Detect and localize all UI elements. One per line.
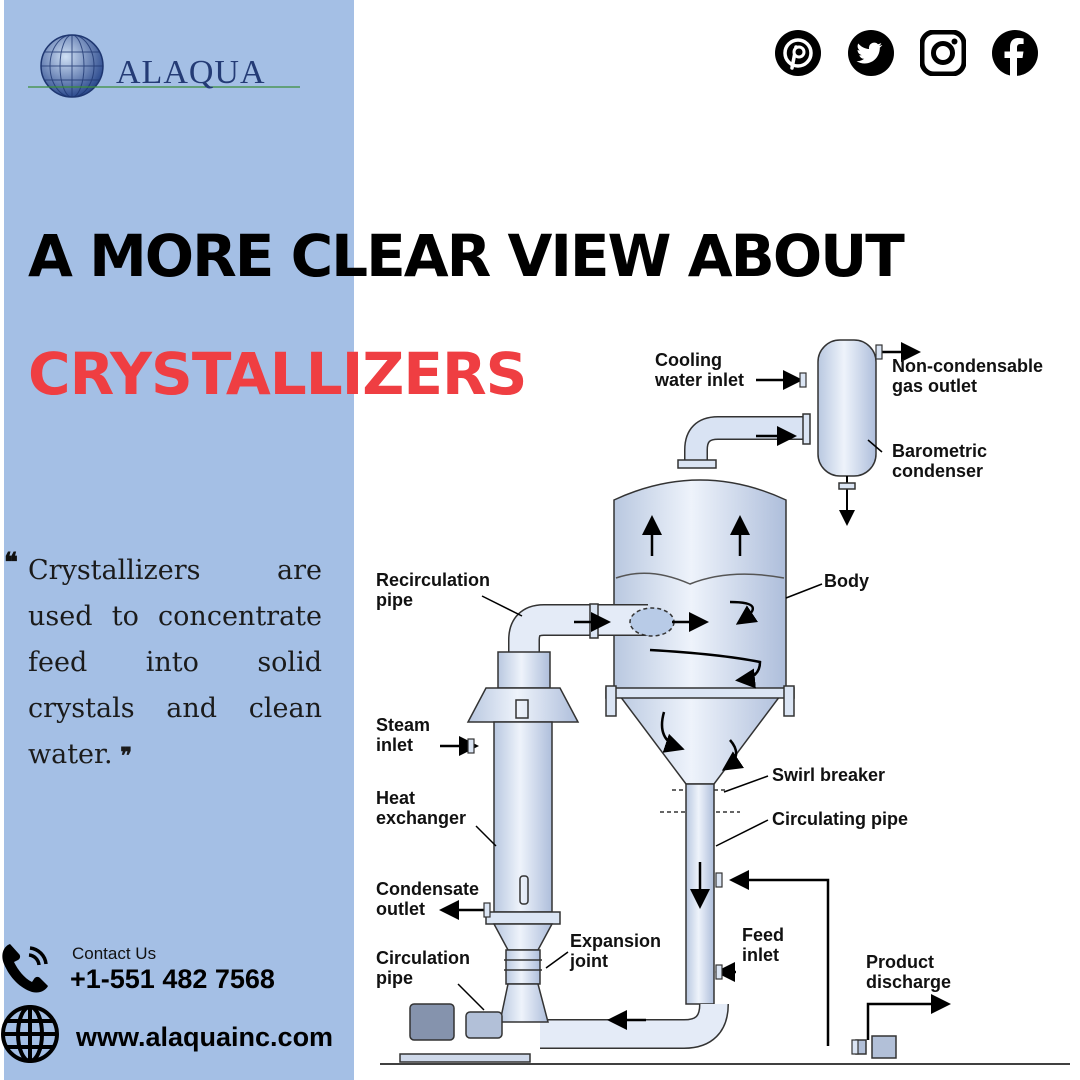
- contact-label: Contact Us: [72, 944, 157, 963]
- twitter-icon[interactable]: [848, 30, 894, 76]
- facebook-icon[interactable]: [992, 30, 1038, 76]
- label-recirculation-1: Recirculation: [376, 570, 490, 590]
- pinterest-icon[interactable]: [775, 30, 821, 76]
- label-non-condensable-2: gas outlet: [892, 376, 977, 396]
- label-recirculation-2: pipe: [376, 590, 413, 610]
- expansion-joint: [505, 949, 541, 985]
- crystallizer-body: [613, 479, 787, 785]
- headline-line-1: A MORE CLEAR VIEW ABOUT: [28, 222, 905, 290]
- quote-close-mark: ❞: [112, 743, 133, 769]
- label-heat-1: Heat: [376, 788, 415, 808]
- quote-open-mark: ❝: [4, 548, 18, 578]
- label-body: Body: [824, 571, 869, 591]
- alaqua-logo: [28, 34, 300, 98]
- pump-motor: [409, 1003, 455, 1041]
- phone-icon: [2, 944, 48, 993]
- label-circulating-pipe: Circulating pipe: [772, 809, 908, 829]
- label-swirl-breaker: Swirl breaker: [772, 765, 885, 785]
- quote-text: Crystallizers are used to concentrate fe…: [28, 555, 322, 770]
- globe-web-icon: [1, 1005, 59, 1063]
- label-heat-2: exchanger: [376, 808, 466, 828]
- label-circulation-2: pipe: [376, 968, 413, 988]
- label-product-1: Product: [866, 952, 934, 972]
- label-circulation-1: Circulation: [376, 948, 470, 968]
- label-expansion-1: Expansion: [570, 931, 661, 951]
- website-link[interactable]: www.alaquainc.com: [76, 1022, 334, 1052]
- label-steam-1: Steam: [376, 715, 430, 735]
- quote-block: Crystallizers are used to concentrate fe…: [28, 548, 322, 779]
- barometric-condenser: [817, 339, 877, 477]
- contact-phone[interactable]: +1-551 482 7568: [70, 964, 275, 994]
- headline-line-2: CRYSTALLIZERS: [28, 340, 527, 408]
- brand-name: ALAQUA: [116, 54, 266, 91]
- label-steam-2: inlet: [376, 735, 413, 755]
- label-condensate-2: outlet: [376, 899, 425, 919]
- label-product-2: discharge: [866, 972, 951, 992]
- label-condensate-1: Condensate: [376, 879, 479, 899]
- label-non-condensable-1: Non-condensable: [892, 356, 1043, 376]
- label-barometric-2: condenser: [892, 461, 983, 481]
- label-cooling-water-inlet-1: Cooling: [655, 350, 722, 370]
- instagram-icon[interactable]: [919, 29, 967, 77]
- left-panel: [4, 0, 354, 1080]
- label-barometric-1: Barometric: [892, 441, 987, 461]
- label-expansion-2: joint: [569, 951, 608, 971]
- label-cooling-water-inlet-2: water inlet: [654, 370, 744, 390]
- heat-exchanger: [493, 721, 553, 913]
- label-feed-1: Feed: [742, 925, 784, 945]
- label-feed-2: inlet: [742, 945, 779, 965]
